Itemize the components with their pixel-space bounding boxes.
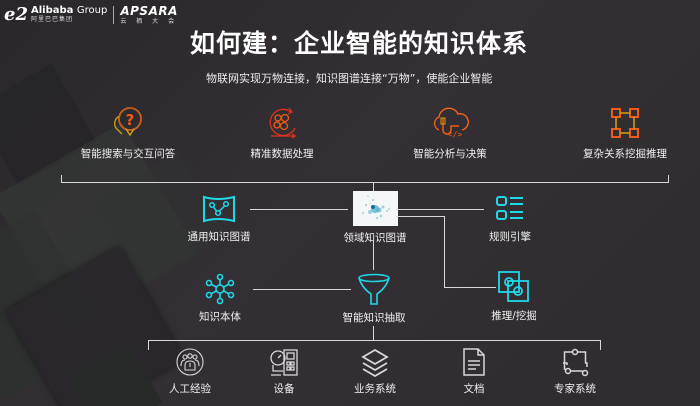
- bottom-bracket-line: [148, 340, 601, 341]
- bottom-bracket-stem: [373, 326, 374, 340]
- source-business-system: 业务系统: [343, 347, 407, 396]
- arrow-ontology-to-extraction: [253, 289, 351, 290]
- page-subtitle: 物联网实现万物连接，知识图谱连接“万物”，使能企业智能: [206, 72, 493, 85]
- layers-icon: [361, 348, 389, 377]
- source-expert-system: 专家系统: [540, 347, 610, 396]
- node-reasoning: 推理/挖掘: [474, 270, 554, 323]
- apsara-logo: APSARA: [120, 3, 178, 18]
- logo-divider: [113, 5, 115, 24]
- alibaba-logo-icon: e2: [4, 4, 28, 25]
- node-label: 领域知识图谱: [343, 232, 407, 244]
- node-general-kg: 通用知识图谱: [174, 193, 264, 244]
- document-icon: [463, 348, 485, 376]
- apsara-cn: 云 栖 大 会: [120, 17, 179, 25]
- list-rules-icon: [496, 196, 523, 220]
- node-extraction: 智能知识抽取: [334, 272, 414, 325]
- line-domain-to-reasoning-h: [396, 216, 445, 217]
- svg-text:?: ?: [126, 111, 135, 129]
- source-label: 专家系统: [554, 383, 596, 395]
- source-label: 设备: [273, 383, 295, 395]
- bottom-bracket-left-edge: [148, 340, 149, 350]
- app-search-qa: ? 智能搜索与交互问答: [68, 104, 188, 161]
- hub-network-icon: [205, 273, 235, 305]
- app-relation-mining: 复杂关系挖掘推理: [570, 104, 680, 161]
- app-analysis-decision: </> 智能分析与决策: [400, 104, 500, 161]
- source-human-experience: 人工经验: [160, 347, 220, 396]
- bottom-bracket-right-edge: [600, 340, 601, 350]
- page-title: 如何建：企业智能的知识体系: [190, 29, 529, 58]
- node-label: 智能知识抽取: [342, 312, 406, 324]
- node-label: 推理/挖掘: [491, 310, 537, 322]
- source-document: 文档: [444, 347, 504, 396]
- funnel-icon: [358, 273, 390, 305]
- cloud-code-icon: </>: [433, 107, 470, 139]
- top-bracket-line: [61, 182, 669, 183]
- app-label: 智能搜索与交互问答: [80, 148, 176, 160]
- node-domain-kg: 领域知识图谱: [330, 191, 420, 245]
- map-graph-icon: [203, 195, 235, 223]
- source-label: 人工经验: [169, 383, 211, 395]
- arrow-general-to-domain: [250, 209, 348, 210]
- node-rule-engine: 规则引擎: [470, 193, 550, 244]
- device-icon: [270, 349, 298, 376]
- node-label: 规则引擎: [489, 231, 531, 243]
- app-label: 智能分析与决策: [413, 148, 487, 160]
- flow-icon: [563, 348, 589, 377]
- line-domain-to-reasoning-v: [444, 216, 445, 287]
- overlap-squares-icon: [498, 271, 529, 302]
- app-label: 复杂关系挖掘推理: [583, 148, 667, 160]
- app-data-processing: 精准数据处理: [232, 104, 332, 161]
- bracket-right-edge: [668, 175, 669, 183]
- svg-text:</>: </>: [448, 130, 463, 139]
- arrow-extraction-to-domain: [373, 240, 374, 270]
- node-ontology: 知识本体: [180, 273, 260, 324]
- bracket-stem: [373, 182, 374, 191]
- app-label: 精准数据处理: [250, 148, 314, 160]
- brand-cn: 阿里巴巴集团: [30, 16, 73, 23]
- brand-name: Alibaba Group: [30, 5, 108, 16]
- line-to-reasoning: [444, 287, 496, 288]
- source-label: 业务系统: [354, 383, 396, 395]
- people-group-icon: [176, 348, 204, 376]
- line-domain-to-rules: [396, 209, 484, 210]
- node-label: 知识本体: [199, 311, 241, 323]
- bracket-left-edge: [61, 175, 62, 183]
- source-device: 设备: [254, 347, 314, 396]
- node-square-icon: [611, 108, 639, 138]
- header-logos: e2 Alibaba Group 阿里巴巴集团 APSARA 云 栖 大 会: [4, 4, 178, 25]
- node-label: 通用知识图谱: [187, 231, 251, 243]
- data-cycle-icon: [269, 107, 297, 139]
- question-bubble-icon: ?: [114, 107, 142, 137]
- source-label: 文档: [463, 383, 485, 395]
- scatter-graph-thumbnail: [352, 191, 398, 226]
